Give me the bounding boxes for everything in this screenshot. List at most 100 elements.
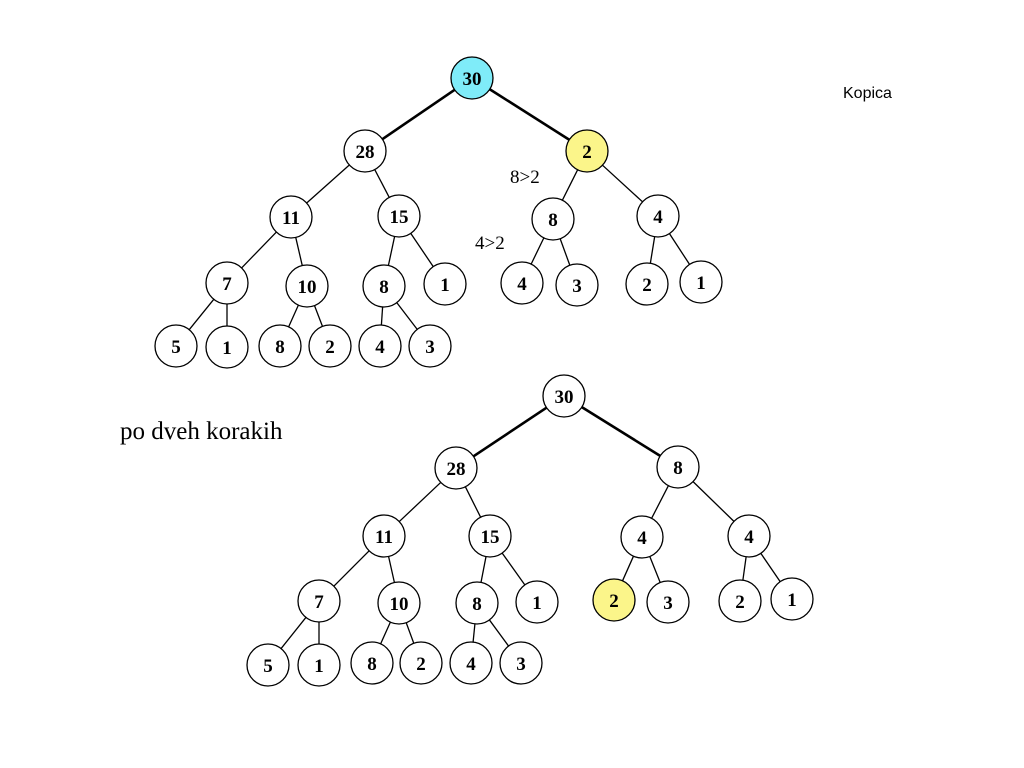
node-circle (531, 197, 575, 241)
node-label: 15 (390, 207, 409, 228)
node-label: 1 (314, 656, 324, 677)
tree-edge (295, 237, 303, 266)
node-label: 10 (390, 594, 409, 615)
node-circle (269, 195, 313, 239)
caption: po dveh korakih (120, 418, 283, 445)
tree-edge (241, 231, 277, 269)
tree-node: 2 (625, 262, 669, 306)
node-label: 2 (642, 275, 652, 296)
tree-node: 30 (450, 56, 494, 100)
node-circle (468, 514, 512, 558)
node-label: 1 (222, 338, 232, 359)
node-circle (423, 262, 467, 306)
node-circle (515, 580, 559, 624)
tree-edge (288, 304, 299, 328)
tree-node: 2 (399, 641, 443, 685)
tree-node: 1 (423, 262, 467, 306)
tree-node: 4 (500, 261, 544, 305)
node-label: 1 (532, 593, 542, 614)
tree-edge (480, 556, 487, 583)
node-label: 4 (466, 654, 476, 675)
tree-edge (472, 623, 476, 643)
node-label: 3 (663, 593, 673, 614)
tree-node: 7 (205, 261, 249, 305)
tree-edge (488, 619, 510, 647)
node-label: 1 (696, 273, 706, 294)
node-label: 11 (282, 208, 300, 229)
node-circle (449, 641, 493, 685)
node-circle (592, 578, 636, 622)
tree-node: 2 (565, 129, 609, 173)
tree-node: 4 (620, 515, 664, 559)
comparison-annotation: 4>2 (475, 233, 505, 254)
node-label: 28 (447, 459, 466, 480)
node-label: 8 (367, 654, 377, 675)
node-circle (362, 514, 406, 558)
node-label: 1 (787, 590, 797, 611)
node-label: 3 (425, 337, 435, 358)
tree-node: 1 (297, 643, 341, 687)
node-circle (500, 261, 544, 305)
tree-edge (649, 236, 656, 264)
tree-edge (405, 622, 415, 644)
tree-edge (280, 617, 307, 649)
node-circle (343, 129, 387, 173)
node-circle (727, 514, 771, 558)
comparison-annotation: 8>2 (510, 167, 540, 188)
tree-node: 11 (362, 514, 406, 558)
node-label: 7 (222, 274, 232, 295)
node-label: 5 (171, 337, 181, 358)
node-label: 15 (481, 527, 500, 548)
node-label: 4 (637, 528, 647, 549)
tree-edge (649, 556, 661, 583)
tree-node: 28 (343, 129, 387, 173)
tree-node: 8 (350, 641, 394, 685)
tree-node: 4 (636, 194, 680, 238)
tree-edge (188, 298, 215, 331)
node-label: 30 (555, 387, 574, 408)
tree-edge (387, 236, 396, 266)
tree-node: 11 (269, 195, 313, 239)
node-label: 11 (375, 527, 393, 548)
node-label: 2 (582, 142, 592, 163)
tree-edge (559, 238, 571, 266)
node-label: 2 (416, 654, 426, 675)
node-label: 8 (275, 337, 285, 358)
tree-node: 1 (205, 325, 249, 369)
node-label: 28 (356, 142, 375, 163)
node-label: 4 (375, 337, 385, 358)
tree-edge (333, 550, 370, 587)
node-circle (285, 264, 329, 308)
tree-edge (313, 305, 324, 327)
tree-edge (380, 621, 391, 645)
node-circle (450, 56, 494, 100)
node-circle (542, 374, 586, 418)
node-label: 4 (517, 274, 527, 295)
tree-node: 2 (308, 324, 352, 368)
tree-edge (651, 485, 669, 519)
slide-title: Kopica (843, 85, 892, 102)
node-circle (770, 577, 814, 621)
node-label: 8 (472, 594, 482, 615)
tree-edge (398, 481, 442, 523)
node-circle (565, 129, 609, 173)
node-circle (297, 579, 341, 623)
node-circle (258, 324, 302, 368)
tree-edge (489, 88, 570, 141)
tree-node: 15 (377, 194, 421, 238)
tree-node: 10 (377, 581, 421, 625)
tree-node: 15 (468, 514, 512, 558)
tree-node: 30 (542, 374, 586, 418)
tree-node: 2 (718, 579, 762, 623)
tree-before-edges (188, 88, 691, 331)
tree-node: 4 (449, 641, 493, 685)
node-label: 2 (609, 591, 619, 612)
node-circle (205, 261, 249, 305)
node-circle (297, 643, 341, 687)
tree-edge (621, 555, 635, 582)
node-circle (350, 641, 394, 685)
tree-edge (464, 486, 482, 518)
tree-node: 2 (592, 578, 636, 622)
